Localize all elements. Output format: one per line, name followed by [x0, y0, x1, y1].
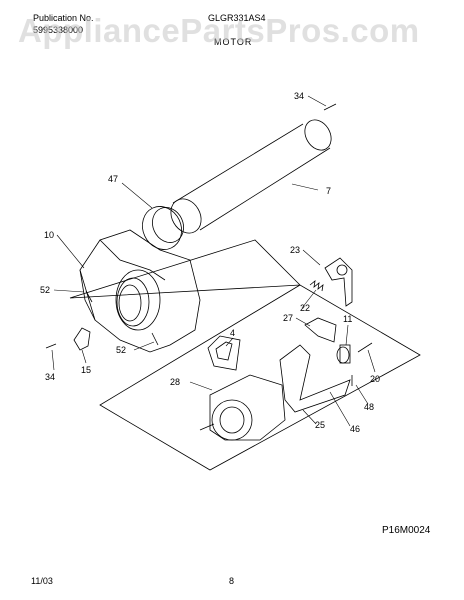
idler-arm-part [324, 257, 353, 307]
callout-34-left: 34 [45, 372, 55, 382]
blower-housing-part [79, 229, 201, 353]
idler-pulley-part [336, 344, 351, 364]
callout-48: 48 [364, 402, 374, 412]
spring-part [309, 280, 324, 292]
callout-11: 11 [343, 314, 352, 324]
callout-34-top: 34 [294, 91, 304, 101]
screw-52-bottom [151, 332, 159, 346]
screw-34-left [45, 343, 57, 349]
callout-47: 47 [108, 174, 118, 184]
diagram-code: P16M0024 [382, 525, 431, 536]
exhaust-duct-part [170, 119, 332, 234]
callout-15: 15 [81, 365, 91, 375]
motor-mount-part [207, 335, 241, 371]
footer-page: 8 [229, 576, 235, 586]
callout-10: 10 [44, 230, 54, 240]
callout-52-left: 52 [40, 285, 50, 295]
callout-27: 27 [283, 313, 293, 323]
screw-52-left [85, 290, 93, 303]
bolt-part [357, 342, 373, 353]
watermark: AppliancePartsPros.com [18, 12, 420, 49]
footer-date: 11/03 [31, 576, 53, 586]
callout-20: 20 [370, 374, 380, 384]
switch-part [304, 317, 337, 343]
callout-25: 25 [315, 420, 325, 430]
callout-28: 28 [170, 377, 180, 387]
screw-34-top [323, 103, 337, 111]
leader-lines [51, 95, 376, 427]
callout-4: 4 [230, 328, 235, 338]
callout-22: 22 [300, 303, 310, 313]
section-title: MOTOR [214, 37, 253, 47]
thermostat-part [73, 327, 91, 351]
model-number: GLGR331AS4 [208, 13, 266, 23]
callout-46: 46 [350, 424, 360, 434]
publication-number: 5995338000 [33, 25, 84, 35]
base-outline [69, 239, 421, 471]
callout-7: 7 [326, 186, 331, 196]
motor-bracket-part [279, 344, 351, 413]
callout-52-bottom: 52 [116, 345, 126, 355]
callout-23: 23 [290, 245, 300, 255]
motor-part [199, 374, 286, 441]
publication-label: Publication No. [33, 13, 94, 23]
duct-collar-part [142, 206, 184, 250]
